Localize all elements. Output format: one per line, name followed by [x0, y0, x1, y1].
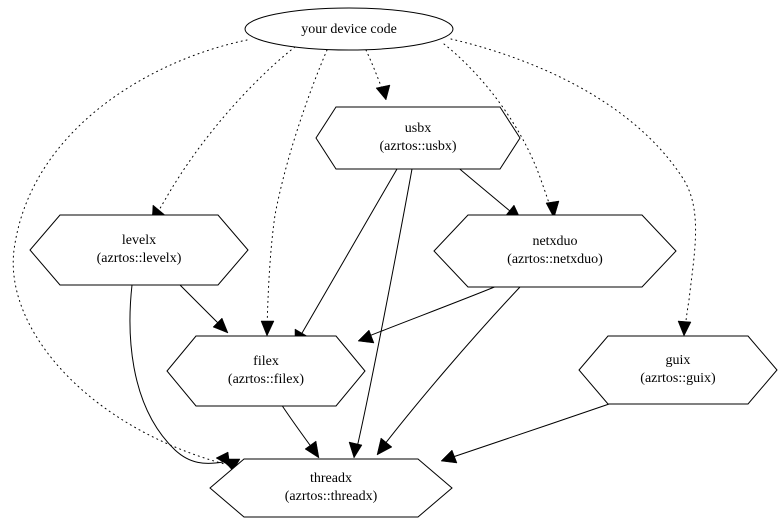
node-label-threadx-line2: (azrtos::threadx)	[285, 489, 378, 504]
edge-filex-to-threadx	[280, 403, 320, 459]
node-usbx[interactable]: usbx (azrtos::usbx)	[315, 106, 521, 170]
node-label-filex-line1: filex	[253, 354, 279, 369]
node-threadx[interactable]: threadx (azrtos::threadx)	[209, 458, 453, 518]
node-shape-octagon	[166, 335, 366, 407]
node-label-netxduo-line1: netxduo	[532, 234, 577, 249]
node-label-levelx-line2: (azrtos::levelx)	[97, 251, 182, 266]
node-shape-ellipse	[244, 7, 454, 51]
node-your-device-code[interactable]: your device code	[244, 7, 454, 51]
node-shape-octagon	[578, 335, 778, 405]
node-label-netxduo-line2: (azrtos::netxduo)	[507, 252, 603, 267]
edge-usbx-to-filex	[294, 168, 398, 346]
node-label-guix-line2: (azrtos::guix)	[640, 371, 716, 386]
node-guix[interactable]: guix (azrtos::guix)	[578, 335, 778, 405]
node-levelx[interactable]: levelx (azrtos::levelx)	[29, 214, 249, 286]
edge-levelx-to-threadx	[129, 284, 231, 467]
edge-netxduo-to-filex	[357, 285, 498, 344]
node-shape-octagon	[433, 214, 677, 288]
node-label-threadx-line1: threadx	[310, 471, 352, 486]
edge-usbx-to-threadx	[348, 168, 413, 459]
edge-group-dotted	[12, 38, 696, 472]
edge-guix-to-threadx	[440, 401, 616, 464]
node-label-levelx-line1: levelx	[122, 233, 156, 248]
edge-device-to-guix	[450, 38, 696, 337]
edge-device-to-netxduo	[443, 43, 560, 219]
node-shape-octagon	[209, 458, 453, 518]
node-netxduo[interactable]: netxduo (azrtos::netxduo)	[433, 214, 677, 288]
node-label-guix-line1: guix	[666, 353, 691, 368]
node-shape-octagon	[315, 106, 521, 170]
node-label-usbx-line1: usbx	[405, 121, 431, 136]
edge-netxduo-to-threadx	[376, 286, 521, 456]
edge-group-solid	[129, 164, 616, 467]
edge-device-to-filex	[260, 49, 328, 337]
node-label-device-line1: your device code	[301, 22, 397, 37]
node-label-usbx-line2: (azrtos::usbx)	[380, 139, 457, 154]
node-filex[interactable]: filex (azrtos::filex)	[166, 335, 366, 407]
edge-levelx-to-filex	[176, 281, 229, 334]
edge-usbx-to-netxduo	[454, 164, 522, 221]
edge-device-to-levelx	[151, 46, 296, 222]
edge-device-to-usbx	[365, 49, 391, 101]
node-label-filex-line2: (azrtos::filex)	[228, 372, 305, 387]
node-shape-octagon	[29, 214, 249, 286]
